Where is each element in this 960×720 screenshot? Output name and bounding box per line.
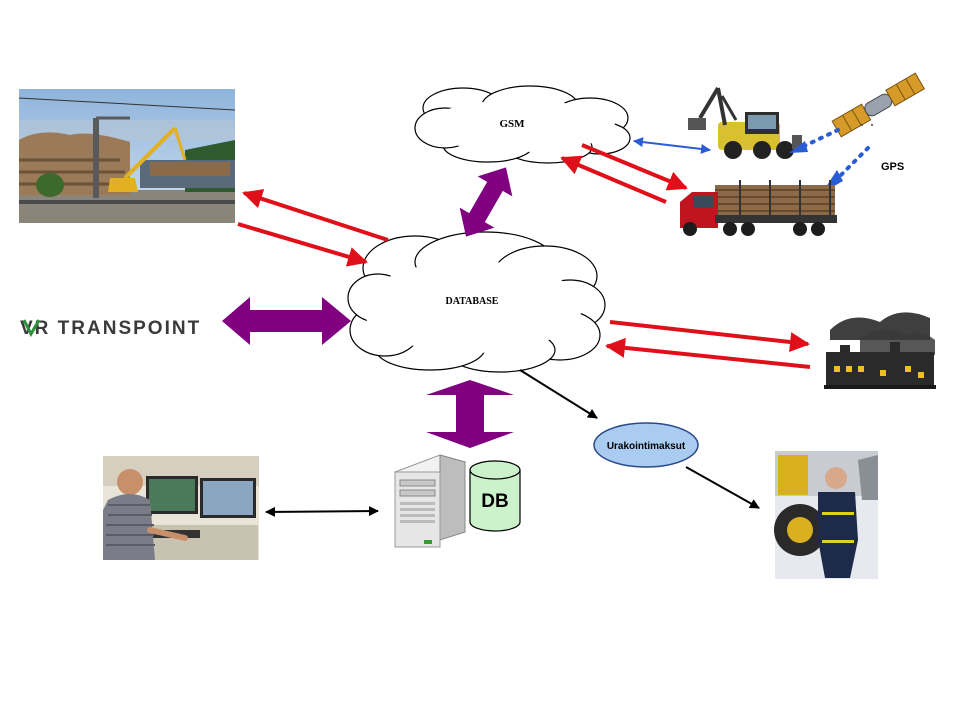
satellite-image xyxy=(831,72,926,138)
gsm-truck-arrows xyxy=(560,143,688,204)
database-factory-arrows xyxy=(605,320,811,369)
vr-transpoint-logo: VR TRANSPOINT xyxy=(20,318,201,339)
database-label: DATABASE xyxy=(446,296,499,307)
terminal-database-arrows xyxy=(237,189,389,267)
database-cloud: DATABASE xyxy=(347,231,606,373)
transpoint-database-arrow xyxy=(222,297,351,345)
harvester-image xyxy=(688,86,802,159)
timber-terminal-photo xyxy=(18,89,236,223)
payments-node xyxy=(593,422,699,468)
gsm-harvester-arrow xyxy=(633,137,711,154)
svg-text:VR TRANSPOINT: VR TRANSPOINT xyxy=(20,318,201,339)
server-icon xyxy=(393,454,467,548)
operator-server-arrow xyxy=(265,506,379,517)
gsm-cloud: GSM xyxy=(414,85,631,164)
db-cylinder-icon: DB xyxy=(469,460,521,532)
gsm-label: GSM xyxy=(499,118,525,130)
timber-truck-image xyxy=(680,180,837,236)
operator-photo xyxy=(103,456,259,560)
contractor-photo xyxy=(774,451,878,579)
gps-label: GPS xyxy=(881,161,904,173)
payments-label: Urakointimaksut xyxy=(607,441,686,452)
database-server-arrow xyxy=(426,380,514,448)
gsm-database-arrow xyxy=(459,167,513,237)
database-payments-arrow xyxy=(519,369,598,419)
db-label: DB xyxy=(481,491,508,512)
payments-contractor-arrow xyxy=(685,466,760,509)
factory-image xyxy=(824,312,936,389)
